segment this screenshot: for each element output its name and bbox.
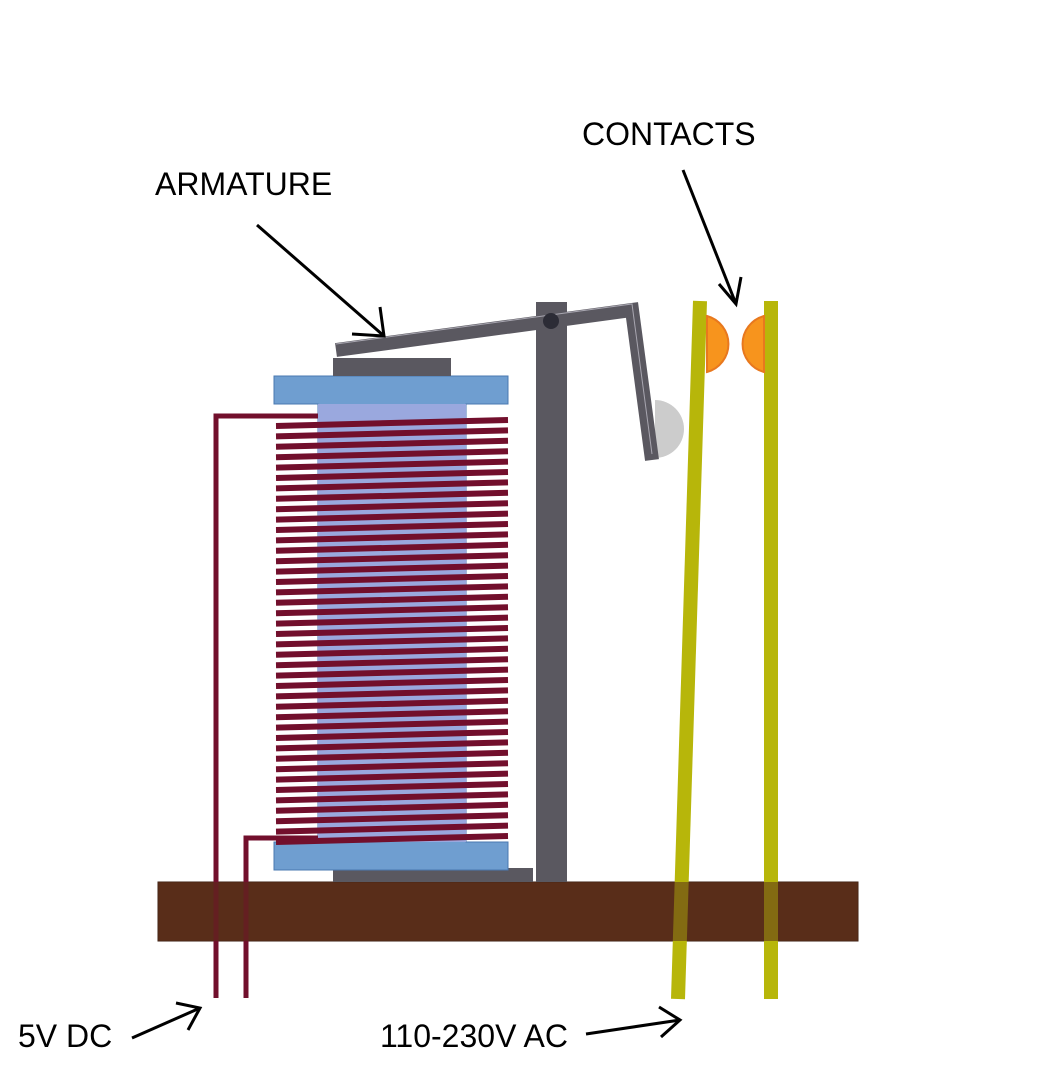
core-bottom-plate	[333, 868, 533, 882]
coil-turn	[275, 573, 509, 585]
arrow-icon	[256, 223, 386, 338]
coil-turn	[275, 531, 509, 544]
coil-turn	[275, 448, 509, 461]
base-board-overlay	[158, 882, 858, 941]
core-cap	[333, 358, 451, 376]
coil-turn	[275, 489, 509, 502]
coil-turn	[275, 656, 509, 669]
coil-turn	[275, 417, 509, 429]
coil-turn	[275, 614, 509, 627]
coil-turn	[275, 781, 509, 793]
coil-turn	[275, 770, 509, 783]
coil-turn	[275, 833, 509, 845]
coil-turn	[275, 718, 509, 731]
coil-turn	[275, 500, 509, 513]
coil-turn	[275, 593, 509, 606]
arrow-icon	[131, 1001, 203, 1040]
coil-turn	[275, 479, 509, 492]
arrow-icon	[585, 1005, 683, 1039]
coil-turn	[275, 708, 509, 721]
coil-turn	[275, 645, 509, 658]
coil-turn	[275, 666, 509, 679]
coil-turn	[275, 469, 509, 481]
armature-highlight	[335, 303, 653, 455]
coil-turn	[275, 687, 509, 700]
coil-turn	[275, 635, 509, 648]
armature-lever	[335, 302, 659, 461]
coil-turn	[275, 760, 509, 773]
contact-moving	[706, 314, 730, 374]
coil-turn	[275, 791, 509, 804]
coil-turn	[275, 625, 509, 637]
coil-turn	[275, 552, 509, 565]
contacts-label: CONTACTS	[582, 116, 756, 152]
coil-turn	[275, 677, 509, 689]
yoke-frame	[536, 302, 567, 882]
coil-turn	[275, 510, 509, 523]
pusher-spring	[655, 400, 684, 458]
coil-turn	[275, 749, 509, 762]
dc-lead-right	[243, 835, 318, 998]
coil-turn	[275, 427, 509, 440]
contact-fixed	[741, 314, 765, 374]
coil-turn	[275, 604, 509, 617]
coil-windings	[275, 417, 509, 845]
coil-turn	[275, 801, 509, 814]
coil-turn	[275, 583, 509, 596]
arrow-icon	[681, 169, 743, 308]
coil-turn	[275, 729, 509, 741]
coil-turn	[275, 739, 509, 752]
ac-label: 110-230V AC	[380, 1018, 568, 1054]
coil-turn	[275, 812, 509, 825]
coil-turn	[275, 822, 509, 835]
coil-turn	[275, 458, 509, 471]
dc-lead-left	[213, 413, 318, 998]
dc-label: 5V DC	[18, 1018, 112, 1054]
coil-turn	[275, 541, 509, 554]
coil-turn	[275, 437, 509, 450]
armature-label: ARMATURE	[155, 166, 332, 202]
coil-turn	[275, 521, 509, 533]
coil-turn	[275, 562, 509, 575]
coil-turn	[275, 697, 509, 710]
pivot-pin	[543, 313, 559, 329]
